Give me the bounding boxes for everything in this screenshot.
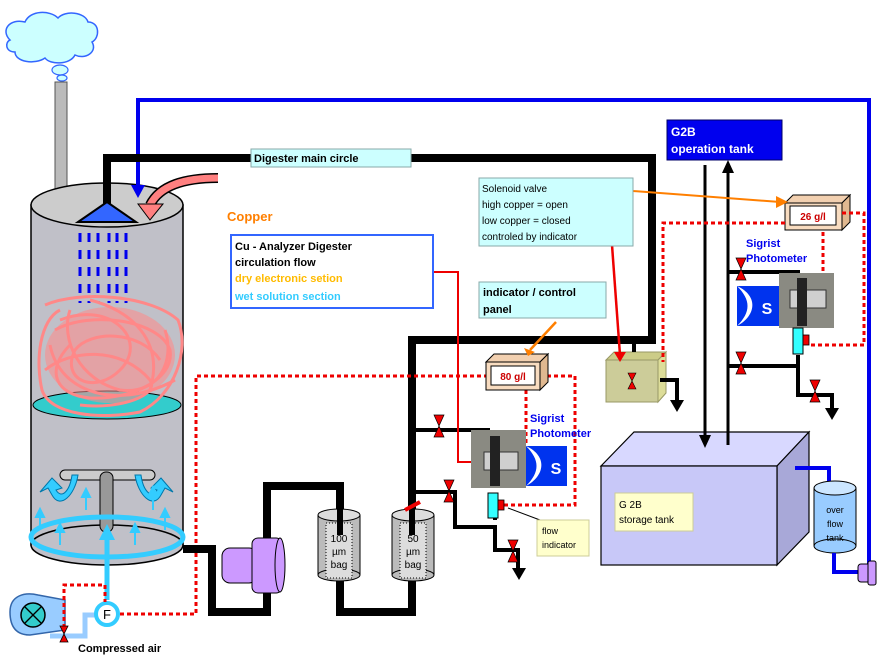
photometer-2: S Sigrist Photometer [737, 238, 834, 328]
flow-indicator-pointer [507, 507, 541, 521]
distributor-nozzle [74, 200, 140, 223]
air-bubbles [34, 484, 171, 545]
solenoid-note-line-4: controled by indicator [482, 232, 578, 243]
blue-pipe-arrow [131, 185, 145, 198]
photometer-1-brand: Sigrist [530, 413, 565, 425]
digester-main-pipe [103, 154, 656, 520]
operation-return-arrow [722, 160, 734, 173]
indicator-box-2: 26 g/l [783, 193, 852, 232]
flow-meter-label: F [103, 607, 111, 622]
copper-label: Copper [227, 209, 273, 224]
sigrist-logo-2: S [762, 301, 773, 318]
overflow-tank-label-1: over [826, 505, 844, 515]
digester-main-circle-text: Digester main circle [254, 153, 359, 165]
operation-feed-arrow [699, 435, 711, 448]
copper-inflow-arrow [137, 173, 219, 221]
valves-1 [433, 414, 519, 563]
return-pump-2 [857, 560, 877, 586]
flow-meter: F [94, 601, 120, 627]
flow-indicator-note: flow indicator [536, 519, 590, 557]
solenoid-note-line-2: high copper = open [482, 200, 568, 211]
circulation-pump [221, 537, 286, 594]
indicator-panel-note: indicator / control panel [478, 281, 607, 319]
bag-100-label: bag [331, 560, 348, 571]
overflow-tank: over flow tank [813, 480, 857, 554]
overflow-tank-label-3: tank [826, 533, 844, 543]
blue-return-pipe [136, 98, 871, 568]
solenoid-note: Solenoid valve high copper = open low co… [478, 177, 634, 247]
photometer-1: S Sigrist Photometer [471, 413, 592, 488]
air-valve [59, 625, 69, 643]
legend-title-1: Cu - Analyzer Digester [235, 241, 353, 253]
solenoid-valve [604, 350, 668, 404]
overflow-drain-pipe [832, 553, 860, 574]
air-line [50, 612, 100, 639]
flow-indicator-1 [487, 492, 499, 519]
legend-title-2: circulation flow [235, 257, 316, 269]
flow-indicator-2 [792, 327, 804, 355]
air-blower [9, 593, 66, 636]
solenoid-note-arrow [776, 196, 788, 208]
photometer-1-label: Photometer [530, 428, 592, 440]
indicator-2-reading: 26 g/l [800, 212, 826, 223]
drain-arrow-1 [512, 568, 526, 580]
indicator-1-reading: 80 g/l [500, 372, 526, 383]
overflow-tank-label-2: flow [827, 519, 844, 529]
photometer-2-label: Photometer [746, 253, 808, 265]
indicator-pointer-1 [529, 321, 557, 351]
indicator-box-1: 80 g/l [484, 352, 550, 392]
bag-100-size: 100 [331, 534, 348, 545]
solenoid-note-line-1: Solenoid valve [482, 184, 547, 195]
solenoid-outlet-arrow [670, 400, 684, 412]
bag-50-size: 50 [407, 534, 419, 545]
solenoid-outlet-pipe [660, 378, 679, 402]
g2b-storage-tank: G 2B storage tank [599, 430, 811, 567]
solenoid-note-line-3: low copper = closed [482, 216, 571, 227]
bag-100-unit: µm [332, 547, 346, 558]
bag-50-label: bag [405, 560, 422, 571]
photometer-2-brand: Sigrist [746, 238, 781, 250]
flow-indicator-2-sensor [802, 334, 810, 346]
operation-tank-label-2: operation tank [671, 142, 754, 156]
filter-bag-100: 100 µm bag [317, 505, 361, 582]
drain-arrow-2 [825, 408, 839, 420]
signal-lines-right [661, 211, 866, 362]
solenoid-control-arrow [614, 352, 626, 362]
flow-indicator-1-sensor [497, 499, 505, 511]
compressed-air-label: Compressed air [78, 643, 162, 655]
indicator-pointer-arrow-1 [524, 348, 535, 356]
digester-main-circle-label: Digester main circle [250, 148, 412, 168]
bag-50-unit: µm [406, 547, 420, 558]
filter-bag-50: 50 µm bag [391, 500, 435, 582]
indicator-panel-line-1: indicator / control [483, 287, 576, 299]
indicator-panel-line-2: panel [483, 304, 512, 316]
legend-wet-section: wet solution section [234, 291, 341, 303]
operation-tank-label-1: G2B [671, 125, 696, 139]
bag-connection-pipe [336, 578, 416, 616]
storage-tank-label-2: storage tank [619, 515, 675, 526]
copper-scrap-fill [45, 307, 175, 403]
air-feed-arrow [99, 524, 115, 540]
spray-dashes [78, 233, 128, 303]
flow-indicator-label-2: indicator [542, 540, 576, 550]
valves-2 [735, 257, 821, 403]
red-sample-line-1 [433, 271, 482, 463]
legend-dry-section: dry electronic setion [235, 273, 343, 285]
g2b-operation-tank: G2B operation tank [666, 119, 783, 161]
storage-tank-label-1: G 2B [619, 500, 642, 511]
pump-pipe [183, 482, 344, 616]
solenoid-control-line [610, 244, 622, 356]
legend-box: Cu - Analyzer Digester circulation flow … [230, 234, 434, 309]
sigrist-logo-1: S [551, 461, 562, 478]
overflow-pipe [795, 466, 831, 485]
exhaust-cloud [5, 11, 99, 82]
solenoid-note-pointer [619, 189, 781, 203]
flow-indicator-label-1: flow [542, 526, 559, 536]
